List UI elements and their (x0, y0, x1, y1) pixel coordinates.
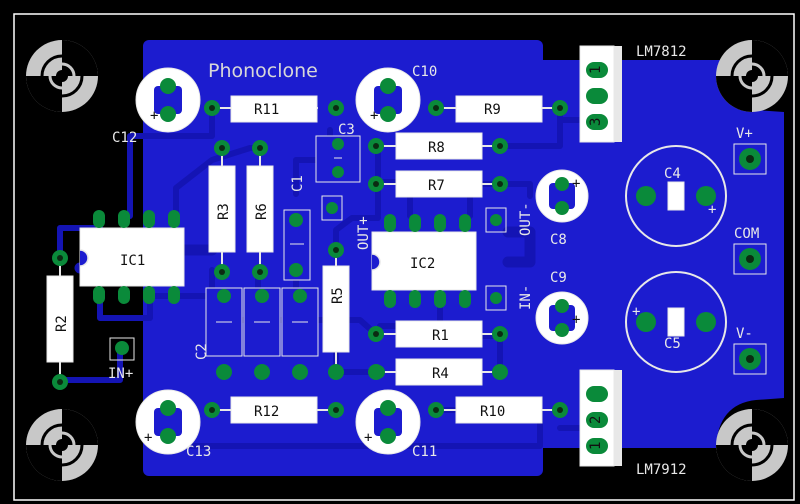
io-label: IN+ (108, 366, 133, 382)
resistor-label: R10 (480, 404, 505, 420)
resistor-label: R6 (254, 203, 270, 220)
vias (330, 365, 507, 379)
regulator-lm7912: 2 1 LM7912 (579, 369, 687, 478)
capacitor-c8: + C8 (535, 169, 589, 248)
capacitor-c10: + C10 (355, 64, 437, 133)
pin-number: 3 (588, 118, 604, 126)
cap-label: C10 (412, 64, 437, 80)
io-label: IN- (518, 285, 534, 310)
plus-sign: + (708, 202, 716, 218)
capacitor-c12: + C12 (112, 67, 201, 146)
resistor-r12: R12 (204, 396, 344, 424)
terminal-com: COM (733, 226, 767, 275)
plus-sign: + (144, 430, 152, 446)
resistor-r11: R11 (204, 95, 344, 123)
resistor-label: R9 (484, 102, 501, 118)
pin-number: 2 (588, 416, 604, 424)
pin-number: 1 (588, 442, 604, 450)
terminal-label: V- (736, 326, 753, 342)
ic-label: IC1 (120, 253, 145, 269)
resistor-r9: R9 (428, 95, 568, 123)
plus-sign: + (370, 108, 378, 124)
terminal-vplus: V+ (733, 126, 767, 175)
resistor-label: R1 (432, 328, 449, 344)
plus-sign: + (632, 304, 640, 320)
plus-sign: + (572, 312, 580, 328)
resistor-r2: R2 (46, 250, 74, 390)
plus-sign: + (364, 430, 372, 446)
io-label: OUT- (518, 202, 534, 236)
cap-label: C4 (664, 166, 681, 182)
cap-label: C1 (290, 175, 306, 192)
resistor-label: R8 (428, 140, 445, 156)
pin-number: 1 (588, 66, 604, 74)
resistor-r3: R3 (208, 140, 236, 280)
capacitor-c4: + C4 (625, 145, 727, 247)
capacitor-c13: + C13 (135, 389, 211, 460)
ic2: IC2 (371, 214, 477, 308)
io-in-minus: IN- (485, 285, 534, 311)
board-title: Phonoclone (208, 60, 318, 82)
resistor-r7: R7 (368, 170, 508, 198)
mounting-hole-tl (26, 40, 98, 112)
resistor-r1: R1 (368, 320, 508, 348)
plus-sign: + (150, 108, 158, 124)
resistor-r10: R10 (428, 396, 568, 424)
resistor-r6: R6 (246, 140, 274, 280)
plus-sign: + (572, 176, 580, 192)
cap-label: C12 (112, 130, 137, 146)
resistor-r8: R8 (368, 132, 508, 160)
resistor-label: R12 (254, 404, 279, 420)
regulator-lm7812: 1 3 LM7812 (579, 44, 687, 143)
cap-label: C2 (194, 343, 210, 360)
capacitor-c5: + C5 (625, 271, 727, 373)
resistor-label: R4 (432, 366, 449, 382)
cap-label: C3 (338, 122, 355, 138)
mounting-holes (26, 40, 788, 481)
io-label: OUT+ (356, 216, 372, 250)
ic1: IC1 (79, 210, 185, 304)
resistor-label: R5 (330, 287, 346, 304)
capacitor-c11: + C11 (355, 389, 437, 460)
io-out-plus: OUT+ (321, 195, 372, 250)
mounting-hole-bl (26, 409, 98, 481)
resistor-label: R3 (216, 203, 232, 220)
capacitor-c1: C1 (283, 175, 311, 281)
mounting-hole-br (716, 409, 788, 481)
cap-label: C9 (550, 270, 567, 286)
cap-label: C5 (664, 336, 681, 352)
io-in-plus: IN+ (108, 337, 135, 382)
ic-label: IC2 (410, 256, 435, 272)
terminal-vminus: V- (733, 326, 767, 375)
cap-label: C13 (186, 444, 211, 460)
resistor-label: R11 (254, 102, 279, 118)
resistor-label: R2 (54, 315, 70, 332)
terminal-label: V+ (736, 126, 753, 142)
capacitor-c3: C3 (315, 122, 361, 183)
cap-label: C8 (550, 232, 567, 248)
regulator-label: LM7812 (636, 44, 687, 60)
capacitor-c2-bank: C2 (194, 287, 319, 380)
resistor-label: R7 (428, 178, 445, 194)
capacitor-c9: + C9 (535, 270, 589, 345)
terminal-label: COM (734, 226, 759, 242)
mounting-hole-tr (716, 40, 788, 112)
regulator-label: LM7912 (636, 462, 687, 478)
cap-label: C11 (412, 444, 437, 460)
io-out-minus: OUT- (485, 202, 534, 236)
